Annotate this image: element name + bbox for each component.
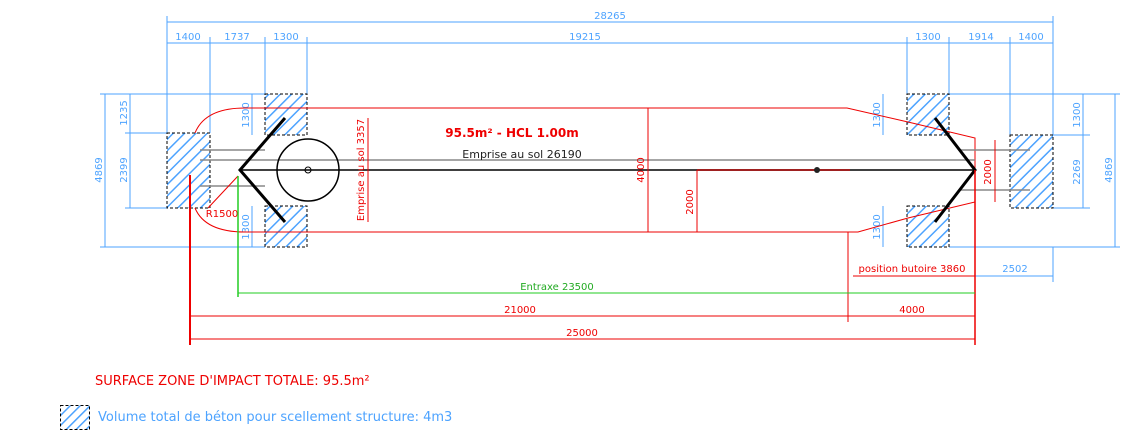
entraxe-dimension: Entraxe 23500 [237, 176, 975, 297]
area-label: 95.5m² - HCL 1.00m [445, 126, 579, 140]
red-dimensions: 4000 2000 Emprise au sol 3357 2000 R1500… [189, 108, 996, 345]
dim-2000-right: 2000 [983, 159, 994, 184]
dim-4000-width: 4000 [636, 157, 647, 182]
dim-left-block-bottom: 1300 [241, 214, 252, 239]
legend: Volume total de béton pour scellement st… [60, 405, 452, 430]
dim-radius: R1500 [206, 209, 238, 220]
dim-21000: 21000 [504, 305, 536, 316]
blue-dimensions: 1400 1737 1300 19215 1300 1914 1400 2826… [94, 11, 1120, 282]
block-left [166, 132, 211, 209]
concrete-blocks [166, 93, 1054, 248]
block-left-top [264, 93, 308, 136]
dim-4000: 4000 [899, 305, 924, 316]
dim-emprise-width: Emprise au sol 3357 [356, 119, 367, 221]
block-right [1009, 134, 1054, 209]
technical-drawing: 1400 1737 1300 19215 1300 1914 1400 2826… [94, 11, 1120, 345]
dim-19215: 19215 [569, 32, 601, 43]
dim-left-block-top: 1300 [241, 102, 252, 127]
dim-1300-right: 1300 [915, 32, 940, 43]
dim-25000: 25000 [566, 328, 598, 339]
dim-1737: 1737 [224, 32, 249, 43]
dim-2000-half: 2000 [685, 189, 696, 214]
dim-1914: 1914 [968, 32, 993, 43]
dim-2502: 2502 [1002, 264, 1027, 275]
dim-entraxe: Entraxe 23500 [520, 282, 594, 293]
dim-position-butoire: position butoire 3860 [859, 264, 966, 275]
legend-label: Volume total de béton pour scellement st… [98, 410, 453, 425]
hatch-swatch-icon [60, 405, 90, 430]
dim-1400-left: 1400 [175, 32, 200, 43]
drum-circle [276, 138, 340, 202]
block-left-bottom [264, 205, 308, 248]
dim-left-top: 1235 [119, 100, 130, 125]
dim-left-mid: 2399 [119, 157, 130, 182]
dim-1400-right: 1400 [1018, 32, 1043, 43]
structure [200, 117, 1030, 223]
impact-surface-summary: SURFACE ZONE D'IMPACT TOTALE: 95.5m² [95, 374, 370, 389]
emprise-length-label: Emprise au sol 26190 [462, 148, 581, 161]
dim-right-total: 4869 [1104, 157, 1115, 182]
dim-right-top: 1300 [1072, 102, 1083, 127]
dim-1300-left: 1300 [273, 32, 298, 43]
dim-left-total: 4869 [94, 157, 105, 182]
dim-overall: 28265 [594, 11, 626, 22]
dim-right-mid: 2269 [1072, 159, 1083, 184]
